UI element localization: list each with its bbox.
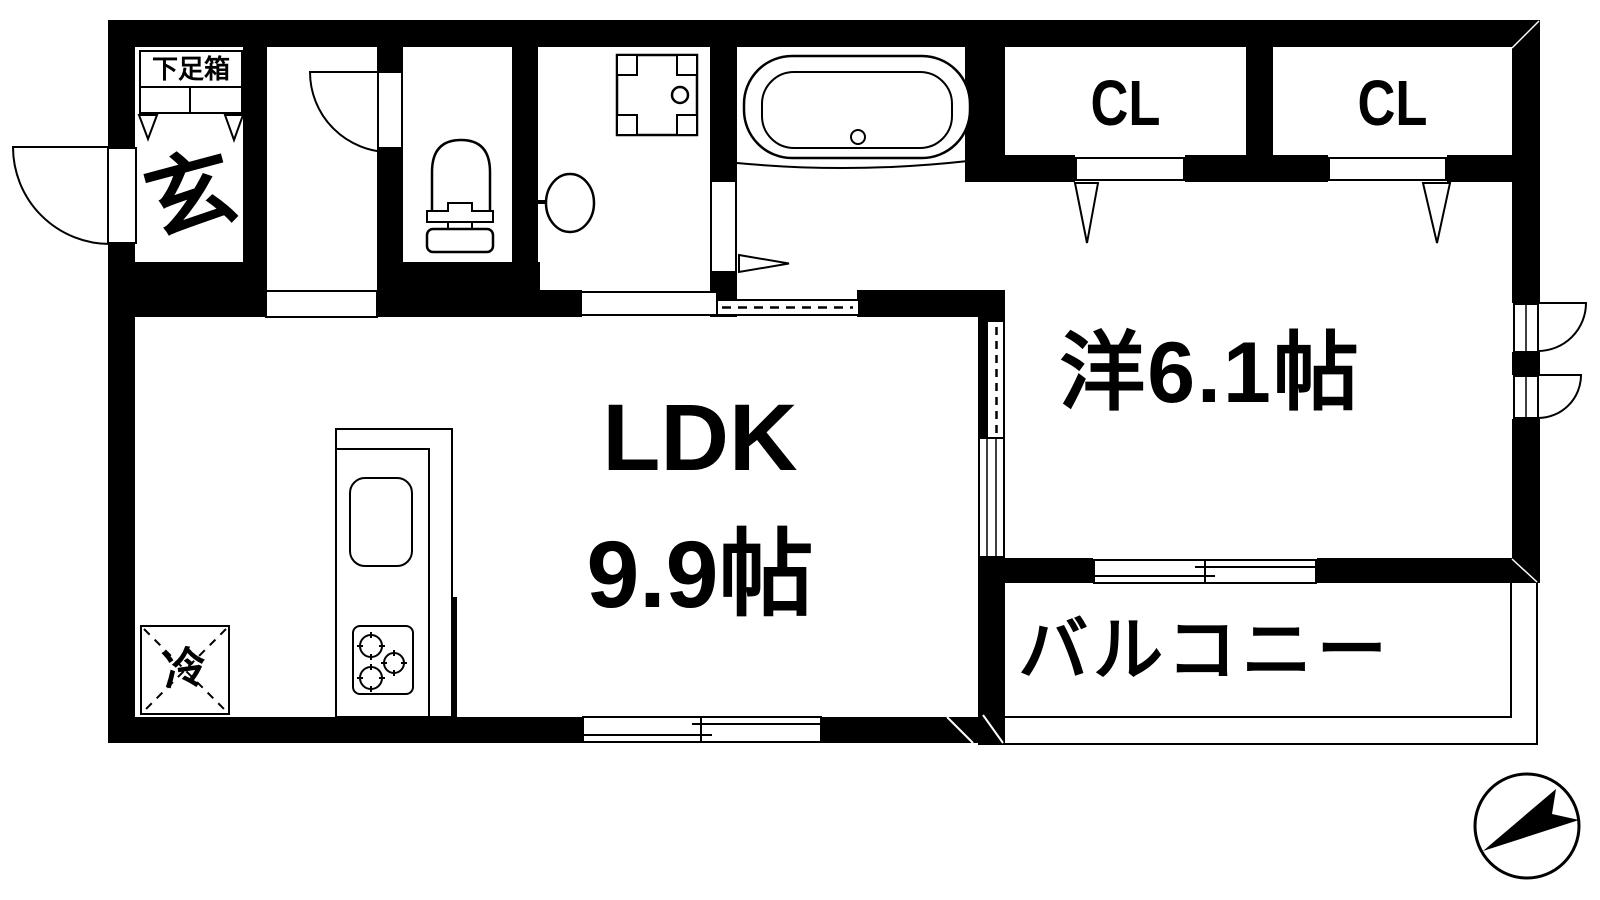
window-right-upper [1513,303,1539,353]
wash-basin-icon [538,172,596,234]
ldk-label: LDK 9.9帖 [460,372,940,642]
wall-right-a [1512,47,1540,303]
wall-left-upper [108,47,135,147]
entrance-door-swing-icon [11,146,111,245]
wall-closet-sill-a [1005,155,1075,182]
wall-washroom-sill [538,290,582,317]
wall-bottom-mid [822,717,978,743]
wall-bottom-left [108,717,582,743]
wall-western-sill-left [978,558,1093,583]
stove [352,625,414,695]
toilet-door [377,71,403,149]
shoe-box-divider-v [189,86,191,114]
balcony-inner-right [1510,583,1512,718]
balcony-label: バルコニー [1018,611,1392,689]
ldk-window-rail-right [692,723,820,725]
toilet-icon [425,138,495,254]
closet-left-label: CL [1090,67,1161,139]
bath-door [710,180,737,273]
wall-closet-sill-c [1273,155,1328,182]
window-right-lower [1513,375,1539,419]
bathtub-icon [736,54,972,170]
bath-door-arrow-icon [738,253,790,274]
wall-partition-strip [978,322,988,437]
ldk-window-divider [700,716,702,743]
wall-entrance-hall [243,47,267,317]
shoe-box-divider-h [139,86,243,88]
wall-closet-sill-d [1447,155,1512,182]
balcony-inner-bottom [1005,716,1512,718]
balcony-window-rail-right [1195,566,1315,568]
wall-hall-toilet-upper [377,47,403,72]
washroom-sliding-door-track [718,299,858,316]
balcony-window-rail-left [1095,575,1215,577]
shoe-box-label: 下足箱 [151,54,230,84]
wall-western-sill-right [1317,558,1538,583]
washer-pan-icon [615,53,699,137]
wall-toilet-bottom [378,262,540,317]
entrance-door [107,147,137,244]
wall-right-c [1512,419,1540,583]
shoe-box [139,50,243,114]
washroom-sliding-door-panel [580,291,718,316]
partition-sliding-door-panel [978,437,1005,558]
balcony-outer-bottom [978,743,1538,745]
ldk-label-line1: LDK [602,385,798,491]
closet-left-opening [1075,157,1185,181]
wall-closet-sill-b [1185,155,1246,182]
ldk-window-rail-left [584,734,712,736]
wall-partition-bottom [978,557,1005,743]
refrigerator-label: 冷 [159,642,211,697]
balcony-outer-right [1536,583,1538,745]
wall-bath-closet-column [965,47,1005,182]
wall-closet-divider [1246,47,1273,182]
wall-top [108,20,1540,47]
wall-partition-top [978,290,1005,322]
closet-right-label: CL [1357,67,1428,139]
kitchen-counter-edge-v [428,448,430,718]
ldk-window [582,716,822,743]
wall-right-b [1512,352,1540,375]
balcony-window-divider [1204,559,1206,584]
wall-washroom-bath-upper [710,47,737,180]
kitchen-counter-edge-h [335,448,430,450]
wall-bath-sill [857,290,978,317]
western-room-label: 洋6.1帖 [1059,324,1361,421]
wall-left-lower [108,243,135,743]
entrance-label: 玄 [135,135,246,254]
wall-entrance-bottom [135,262,243,317]
ldk-label-line2: 9.9帖 [586,522,814,628]
kitchen-sink [349,477,413,567]
hall-ldk-opening [265,290,378,318]
north-arrow-compass-icon [1473,772,1581,880]
closet-right-opening [1328,157,1447,181]
